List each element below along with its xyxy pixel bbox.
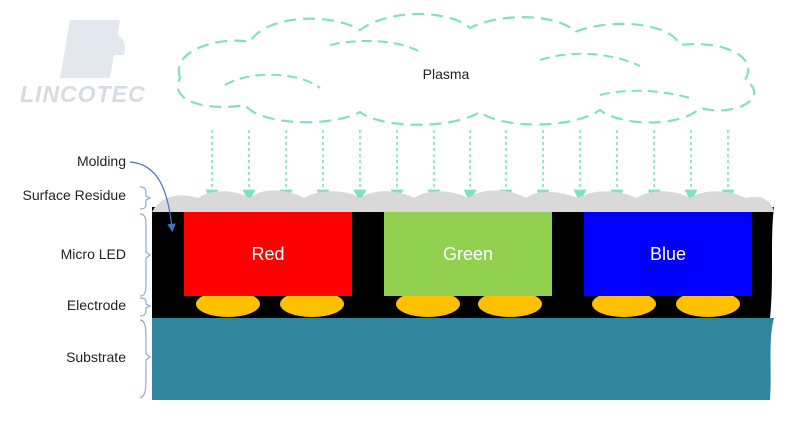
led-red-label: Red: [251, 244, 284, 264]
electrode-bump: [478, 291, 542, 317]
lincotec-logo: LINCOTEC: [20, 20, 146, 107]
electrodes: [196, 291, 740, 317]
substrate-layer: [152, 318, 774, 400]
electrode-label: Electrode: [67, 297, 126, 313]
electrode-bump: [396, 291, 460, 317]
electrode-bracket: [139, 297, 152, 317]
plasma-label: Plasma: [423, 66, 470, 82]
led-green: Green: [384, 212, 552, 296]
electrode-bump: [592, 291, 656, 317]
logo-mark: [60, 20, 120, 78]
micro-led-label: Micro LED: [61, 246, 126, 262]
molding-pointer: [129, 161, 176, 233]
led-green-label: Green: [443, 244, 493, 264]
led-blue: Blue: [584, 212, 752, 296]
led-blue-label: Blue: [650, 244, 686, 264]
electrode-bump: [280, 291, 344, 317]
plasma-arrows: [205, 130, 735, 203]
micro-led-bracket: [139, 213, 151, 297]
electrode-bump: [676, 291, 740, 317]
surface-residue-label: Surface Residue: [22, 187, 126, 203]
plasma-cloud: Plasma: [176, 12, 756, 126]
surface-residue-layer: [152, 190, 774, 212]
substrate-label: Substrate: [66, 349, 126, 365]
molding-label: Molding: [77, 153, 126, 169]
electrode-bump: [196, 291, 260, 317]
substrate-bracket: [139, 319, 151, 399]
surface-residue-bracket: [139, 186, 152, 210]
logo-text: LINCOTEC: [20, 81, 146, 107]
led-red: Red: [184, 212, 352, 296]
